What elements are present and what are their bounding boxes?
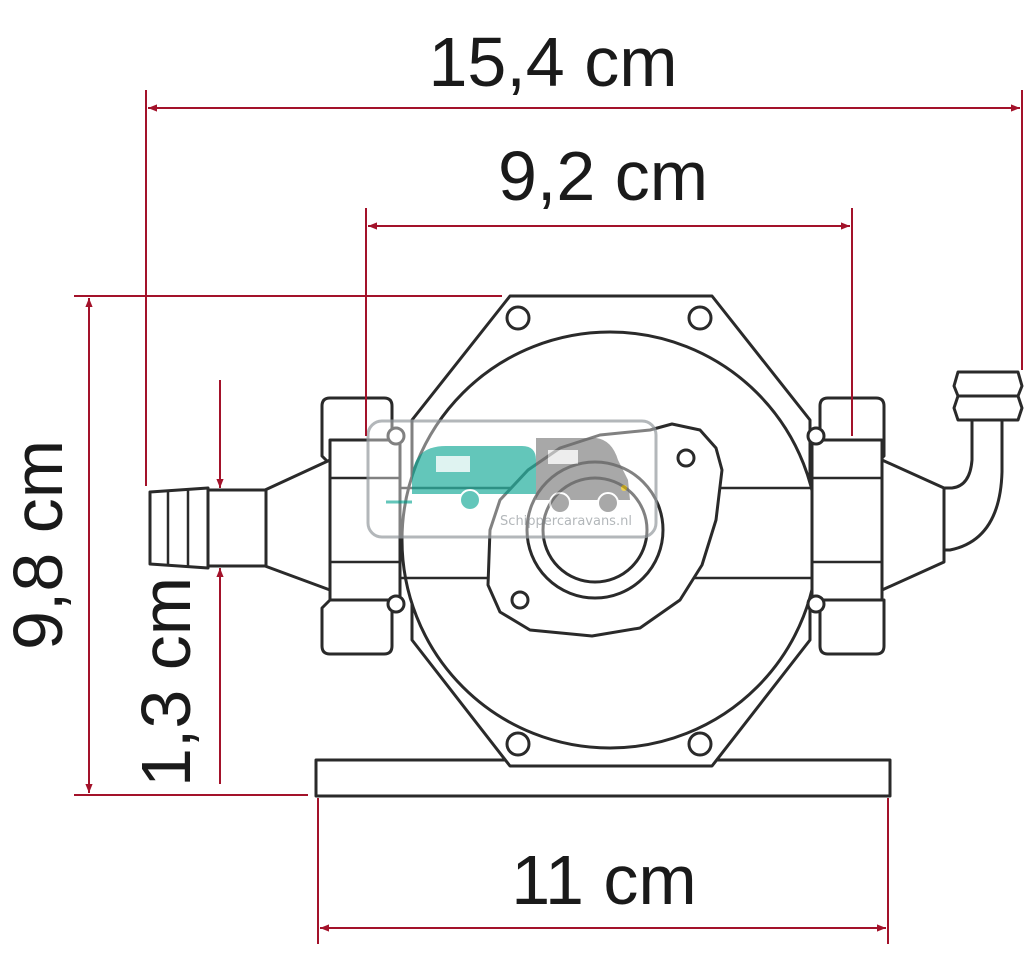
pump-drawing	[148, 294, 1024, 798]
flange-hole-bottom	[510, 590, 530, 610]
right-clamp	[806, 396, 886, 656]
label-overall-width: 15,4 cm	[429, 23, 678, 101]
dim-overall-width	[145, 90, 1023, 486]
left-clamp	[320, 396, 406, 656]
label-height: 9,8 cm	[0, 440, 77, 650]
camper-icon	[536, 438, 630, 514]
caravan-icon	[386, 446, 536, 511]
dim-height	[74, 295, 502, 796]
label-inner-width: 9,2 cm	[498, 137, 708, 215]
dim-inner-width	[365, 208, 853, 436]
outlet-elbow	[880, 370, 1024, 592]
housing-bolt-holes	[505, 305, 713, 757]
dimension-labels: 15,4 cm 9,2 cm 9,8 cm 1,3 cm 11 cm	[0, 23, 708, 919]
watermark: Schippercaravans.nl	[366, 419, 658, 539]
watermark-text: Schippercaravans.nl	[500, 514, 632, 529]
label-inlet-diameter: 1,3 cm	[127, 577, 205, 787]
flange-hole-top	[676, 448, 696, 468]
inlet-connector	[148, 458, 332, 592]
dim-base-width	[317, 798, 889, 944]
label-base-width: 11 cm	[511, 841, 696, 919]
dimension-lines	[74, 90, 1023, 944]
